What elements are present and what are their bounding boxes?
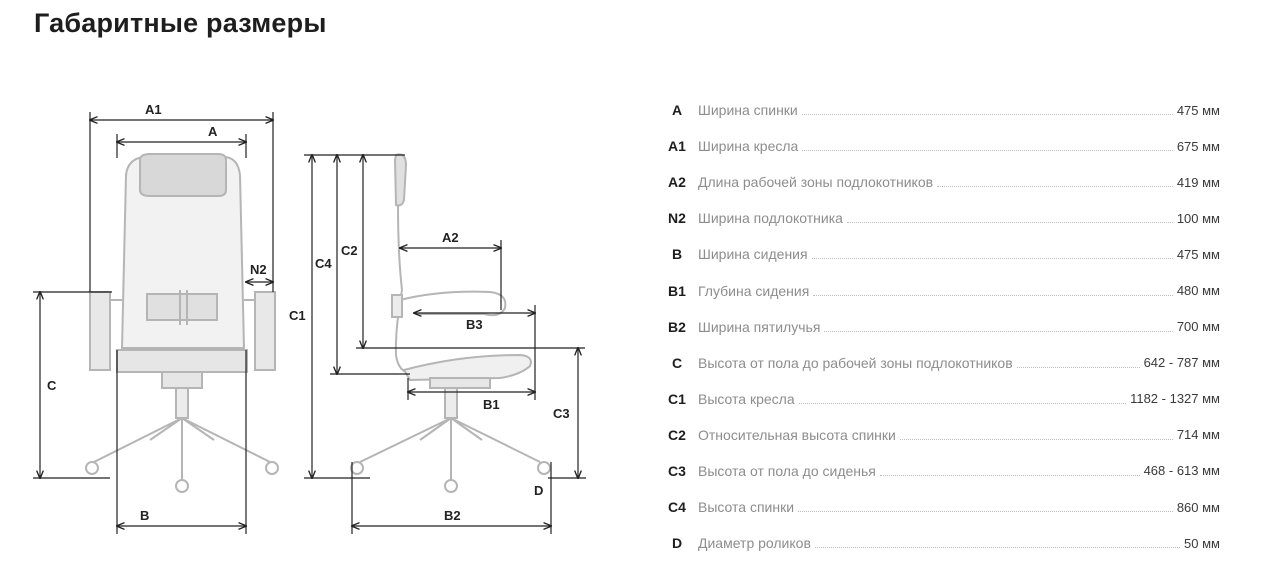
spec-value: 419 мм	[1176, 174, 1220, 190]
chair-dimensions-diagram: A1 A N2 C B	[33, 102, 586, 534]
spec-label: Длина рабочей зоны подлокотников	[694, 174, 938, 191]
label-N2: N2	[250, 262, 267, 277]
spec-value: 480 мм	[1176, 283, 1220, 299]
spec-row: C1 Высота кресла 1182 - 1327 мм	[660, 381, 1220, 417]
spec-label: Глубина сидения	[694, 282, 814, 299]
spec-value: 700 мм	[1176, 319, 1220, 335]
spec-value: 675 мм	[1176, 138, 1220, 154]
spec-row: C4 Высота спинки 860 мм	[660, 489, 1220, 525]
spec-code: B2	[668, 318, 686, 335]
label-A2: A2	[442, 230, 459, 245]
label-C: C	[47, 378, 57, 393]
dotted-leader	[814, 547, 1181, 549]
spec-label: Ширина спинки	[694, 102, 802, 119]
specs-table: A Ширина спинки 475 мм A1 Ширина кресла 675 м…	[660, 92, 1220, 561]
dotted-leader	[846, 222, 1173, 224]
side-view-labels: C4 C2 C1 A2 B3 B1 C3 D B2	[289, 230, 570, 523]
spec-row: A1 Ширина кресла 675 мм	[660, 128, 1220, 164]
spec-code: A1	[668, 138, 686, 155]
label-A: A	[208, 124, 218, 139]
spec-code: C1	[668, 390, 686, 407]
dotted-leader	[813, 294, 1173, 296]
spec-code: B	[671, 246, 683, 263]
spec-value: 642 - 787 мм	[1143, 355, 1220, 371]
spec-value: 860 мм	[1176, 499, 1220, 515]
page-title: Габаритные размеры	[34, 8, 327, 38]
spec-label: Высота спинки	[694, 499, 799, 516]
spec-value: 714 мм	[1176, 427, 1220, 443]
side-view-chair	[350, 153, 551, 493]
dotted-leader	[824, 330, 1173, 332]
spec-value: 1182 - 1327 мм	[1130, 391, 1220, 407]
spec-row: A2 Длина рабочей зоны подлокотников 419 мм	[660, 164, 1220, 200]
label-C3: C3	[553, 406, 570, 421]
label-B1: B1	[483, 397, 500, 412]
spec-code: D	[671, 535, 683, 552]
label-C2: C2	[341, 243, 358, 258]
front-view-dimensions	[33, 112, 273, 534]
front-view-labels: A1 A N2 C B	[47, 102, 267, 523]
spec-row: A Ширина спинки 475 мм	[660, 92, 1220, 128]
spec-value: 475 мм	[1176, 246, 1220, 262]
spec-label: Высота кресла	[694, 390, 799, 407]
spec-row: C2 Относительная высота спинки 714 мм	[660, 417, 1220, 453]
label-D: D	[534, 483, 543, 498]
spec-row: D Диаметр роликов 50 мм	[660, 525, 1220, 561]
spec-label: Ширина подлокотника	[694, 210, 847, 227]
spec-code: C2	[668, 426, 686, 443]
spec-label: Относительная высота спинки	[694, 426, 900, 443]
spec-label: Высота от пола до сиденья	[694, 462, 880, 479]
dotted-leader	[811, 258, 1173, 260]
spec-value: 100 мм	[1176, 210, 1220, 226]
spec-code: B1	[668, 282, 686, 299]
spec-value: 50 мм	[1184, 535, 1220, 551]
spec-code: A	[671, 102, 683, 119]
label-B: B	[140, 508, 149, 523]
label-A1: A1	[145, 102, 162, 117]
dotted-leader	[937, 186, 1173, 188]
spec-code: C3	[668, 462, 686, 479]
spec-row: B1 Глубина сидения 480 мм	[660, 272, 1220, 308]
spec-row: B2 Ширина пятилучья 700 мм	[660, 309, 1220, 345]
dotted-leader	[802, 150, 1173, 152]
spec-value: 468 - 613 мм	[1143, 463, 1220, 479]
spec-label: Ширина кресла	[694, 138, 803, 155]
spec-label: Диаметр роликов	[694, 535, 815, 552]
dotted-leader	[801, 114, 1173, 116]
spec-row: N2 Ширина подлокотника 100 мм	[660, 200, 1220, 236]
dotted-leader	[879, 474, 1140, 476]
dotted-leader	[798, 402, 1127, 404]
dotted-leader	[1016, 366, 1140, 368]
spec-code: N2	[668, 210, 686, 227]
spec-row: C Высота от пола до рабочей зоны подлокот…	[660, 345, 1220, 381]
spec-value: 475 мм	[1176, 102, 1220, 118]
side-view-dimensions	[304, 155, 586, 534]
spec-code: C4	[668, 499, 686, 516]
spec-code: A2	[668, 174, 686, 191]
spec-row: B Ширина сидения 475 мм	[660, 236, 1220, 272]
label-B2: B2	[444, 508, 461, 523]
dotted-leader	[798, 511, 1173, 513]
label-C4: C4	[315, 256, 332, 271]
spec-label: Высота от пола до рабочей зоны подлокотн…	[694, 354, 1017, 371]
spec-row: C3 Высота от пола до сиденья 468 - 613 мм	[660, 453, 1220, 489]
label-B3: B3	[466, 317, 483, 332]
spec-label: Ширина сидения	[694, 246, 812, 263]
spec-code: C	[671, 354, 683, 371]
spec-label: Ширина пятилучья	[694, 318, 825, 335]
dotted-leader	[899, 438, 1173, 440]
front-view-chair	[85, 153, 279, 493]
label-C1: C1	[289, 308, 306, 323]
